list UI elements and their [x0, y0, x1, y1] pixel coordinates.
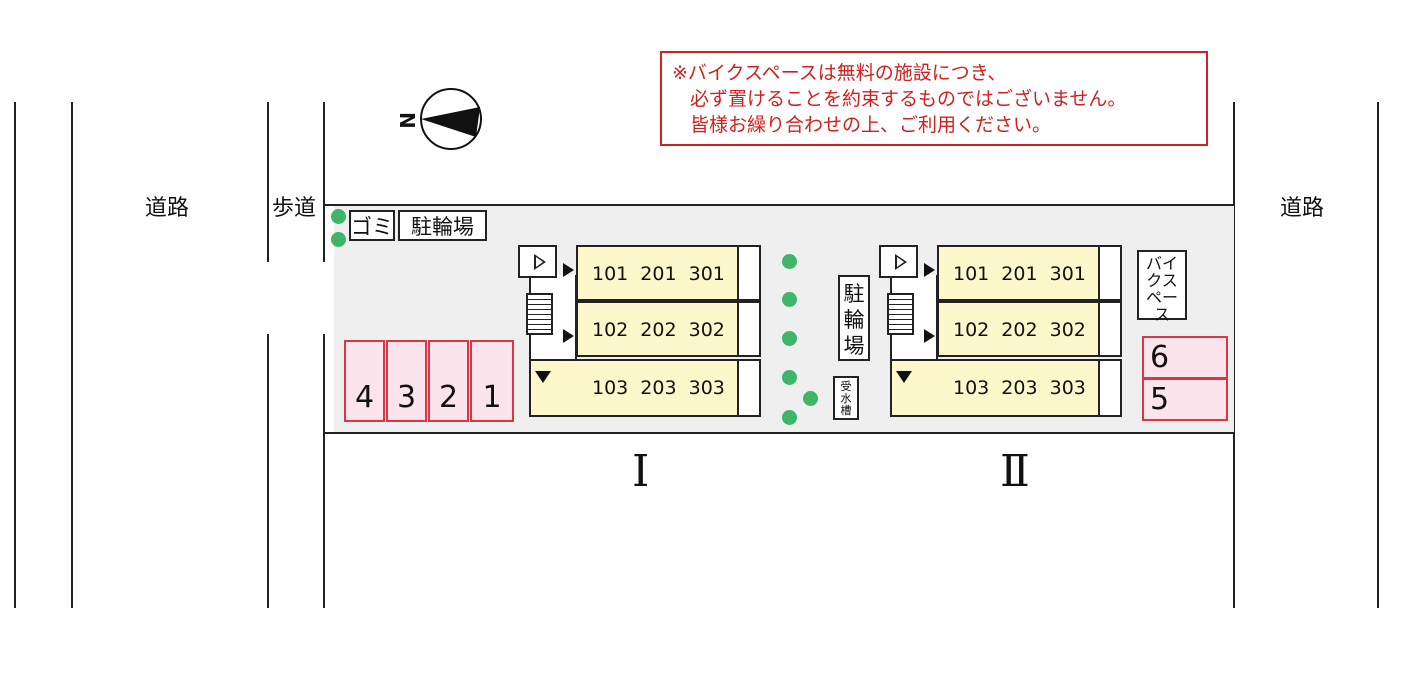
site-bottom-boundary — [323, 432, 1235, 434]
parking-space-number: 4 — [354, 380, 375, 415]
unit-row-2: 102 202 302 — [937, 301, 1122, 357]
unit-row-3: 103 203 303 — [529, 359, 761, 417]
road-label-right: 道路 — [1280, 196, 1325, 221]
parking-space-4: 4 — [344, 340, 385, 422]
bicycle-parking-top-label: 駐輪場 — [411, 214, 474, 239]
road-left-inner-line — [71, 102, 73, 608]
bike-space-label: バイクスペース — [1145, 254, 1178, 324]
parking-space-number: 3 — [396, 380, 417, 415]
bicycle-parking-top: 駐輪場 — [398, 210, 487, 241]
sidewalk-label: 歩道 — [272, 196, 317, 221]
parking-space-5: 5 — [1142, 378, 1228, 421]
unit-numbers: 102 202 302 — [953, 319, 1086, 341]
entrance-arrow-icon — [924, 263, 935, 277]
building-1-label: Ⅰ — [632, 446, 650, 497]
unit-row-endcap — [737, 361, 759, 415]
unit-row-1: 101 201 301 — [576, 245, 761, 301]
parking-space-1: 1 — [470, 340, 514, 422]
unit-row-endcap — [737, 247, 759, 299]
stairs-icon — [526, 293, 553, 335]
bike-space: バイクスペース — [1137, 250, 1187, 324]
compass-icon: N — [396, 88, 482, 150]
notice-line-2: 必ず置けることを約束するものではございません。 — [690, 88, 1127, 110]
entrance-marker — [879, 245, 918, 278]
notice-line-1: ※バイクスペースは無料の施設につき、 — [672, 62, 1007, 84]
sidewalk-right-line-upper — [323, 102, 325, 262]
unit-row-3: 103 203 303 — [890, 359, 1122, 417]
tree-icon — [782, 370, 797, 385]
unit-row-endcap — [1098, 303, 1120, 355]
notice-line-3: 皆様お繰り合わせの上、ご利用ください。 — [690, 114, 1052, 136]
parking-space-number: 2 — [438, 380, 459, 415]
unit-row-endcap — [1098, 247, 1120, 299]
road-label-left: 道路 — [145, 196, 190, 221]
entrance-arrow-down-icon — [896, 371, 912, 383]
parking-space-2: 2 — [428, 340, 469, 422]
unit-numbers: 102 202 302 — [592, 319, 725, 341]
garbage-area: ゴミ — [349, 210, 395, 241]
sidewalk-left-line-lower — [267, 334, 269, 608]
sidewalk-left-line-upper — [267, 102, 269, 262]
site-top-boundary — [323, 204, 1235, 206]
tree-icon — [803, 391, 818, 406]
water-tank-label: 受水槽 — [840, 380, 852, 417]
entrance-arrow-icon — [563, 263, 574, 277]
compass-north-label: N — [396, 112, 419, 129]
entrance-marker — [518, 245, 557, 278]
tree-icon — [782, 254, 797, 269]
entrance-arrow-icon — [563, 329, 574, 343]
notice-box: ※バイクスペースは無料の施設につき、 必ず置けることを約束するものではございませ… — [660, 51, 1208, 146]
parking-space-number: 1 — [482, 380, 502, 415]
unit-numbers: 101 201 301 — [592, 263, 725, 285]
unit-row-1: 101 201 301 — [937, 245, 1122, 301]
tree-icon — [782, 292, 797, 307]
road-right-edge-line — [1377, 102, 1379, 608]
building-2-label: Ⅱ — [1000, 446, 1030, 497]
road-left-edge-line — [14, 102, 16, 608]
tree-icon — [331, 209, 346, 224]
unit-numbers: 103 203 303 — [592, 377, 725, 399]
bicycle-parking-middle-label: 駐輪場 — [843, 282, 865, 358]
road-right-inner-line — [1233, 102, 1235, 608]
entrance-arrow-down-icon — [535, 371, 551, 383]
bicycle-parking-middle: 駐輪場 — [838, 275, 870, 361]
unit-row-2: 102 202 302 — [576, 301, 761, 357]
unit-row-endcap — [737, 303, 759, 355]
building-2: 101 201 301 102 202 302 103 203 303 — [879, 245, 1122, 420]
building-1: 101 201 301 102 202 302 103 203 303 — [518, 245, 761, 420]
tree-icon — [331, 232, 346, 247]
sidewalk-right-line-lower — [323, 334, 325, 608]
stairs-icon — [887, 293, 914, 335]
parking-space-number: 6 — [1150, 340, 1170, 375]
parking-space-3: 3 — [386, 340, 427, 422]
water-tank: 受水槽 — [833, 376, 859, 420]
tree-icon — [782, 331, 797, 346]
garbage-label: ゴミ — [351, 214, 393, 239]
parking-space-number: 5 — [1150, 382, 1170, 417]
unit-numbers: 103 203 303 — [953, 377, 1086, 399]
parking-space-6: 6 — [1142, 336, 1228, 379]
entrance-arrow-icon — [924, 329, 935, 343]
unit-numbers: 101 201 301 — [953, 263, 1086, 285]
tree-icon — [782, 410, 797, 425]
unit-row-endcap — [1098, 361, 1120, 415]
